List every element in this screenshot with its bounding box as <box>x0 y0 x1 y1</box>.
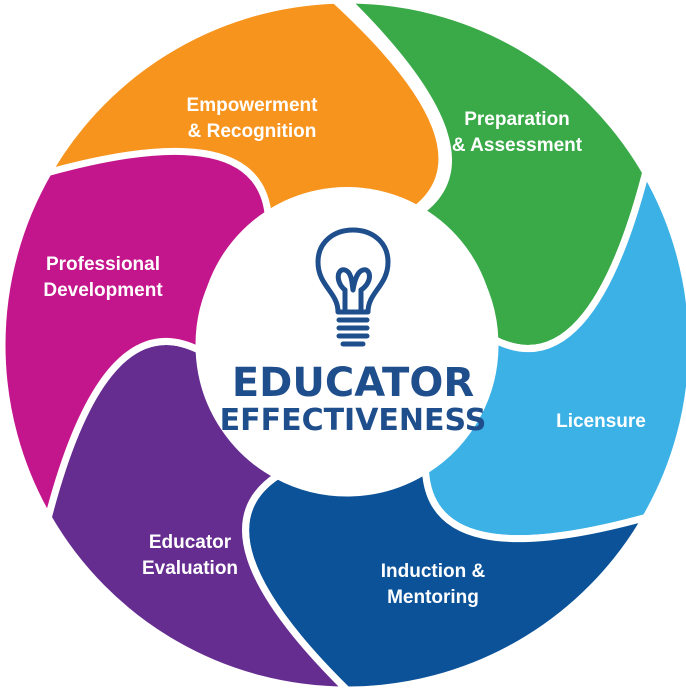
segment-label-empowerment-recognition: Empowerment & Recognition <box>187 95 319 142</box>
lightbulb-icon <box>315 227 391 347</box>
segment-label-induction-mentoring: Induction & Mentoring <box>381 561 486 608</box>
segment-label-line: & Assessment <box>452 135 583 156</box>
segment-label-preparation-assessment: Preparation & Assessment <box>452 109 583 156</box>
segment-label-line: Educator <box>149 532 232 553</box>
segment-professional-development <box>0 147 273 521</box>
center-title-line2: EFFECTIVENESS <box>220 403 487 438</box>
segment-label-line: Induction & <box>381 561 486 582</box>
segment-label-line: & Recognition <box>188 121 317 142</box>
segment-label-licensure: Licensure <box>556 411 646 432</box>
center-title-line1: EDUCATOR <box>232 360 474 406</box>
segment-label-line: Empowerment <box>187 95 319 116</box>
segment-label-line: Mentoring <box>387 587 479 608</box>
segment-label-line: Evaluation <box>142 558 238 579</box>
segment-label-line: Preparation <box>464 109 570 130</box>
segment-label-line: Licensure <box>556 411 646 432</box>
segment-label-line: Development <box>43 280 163 301</box>
segment-label-line: Professional <box>46 254 160 275</box>
